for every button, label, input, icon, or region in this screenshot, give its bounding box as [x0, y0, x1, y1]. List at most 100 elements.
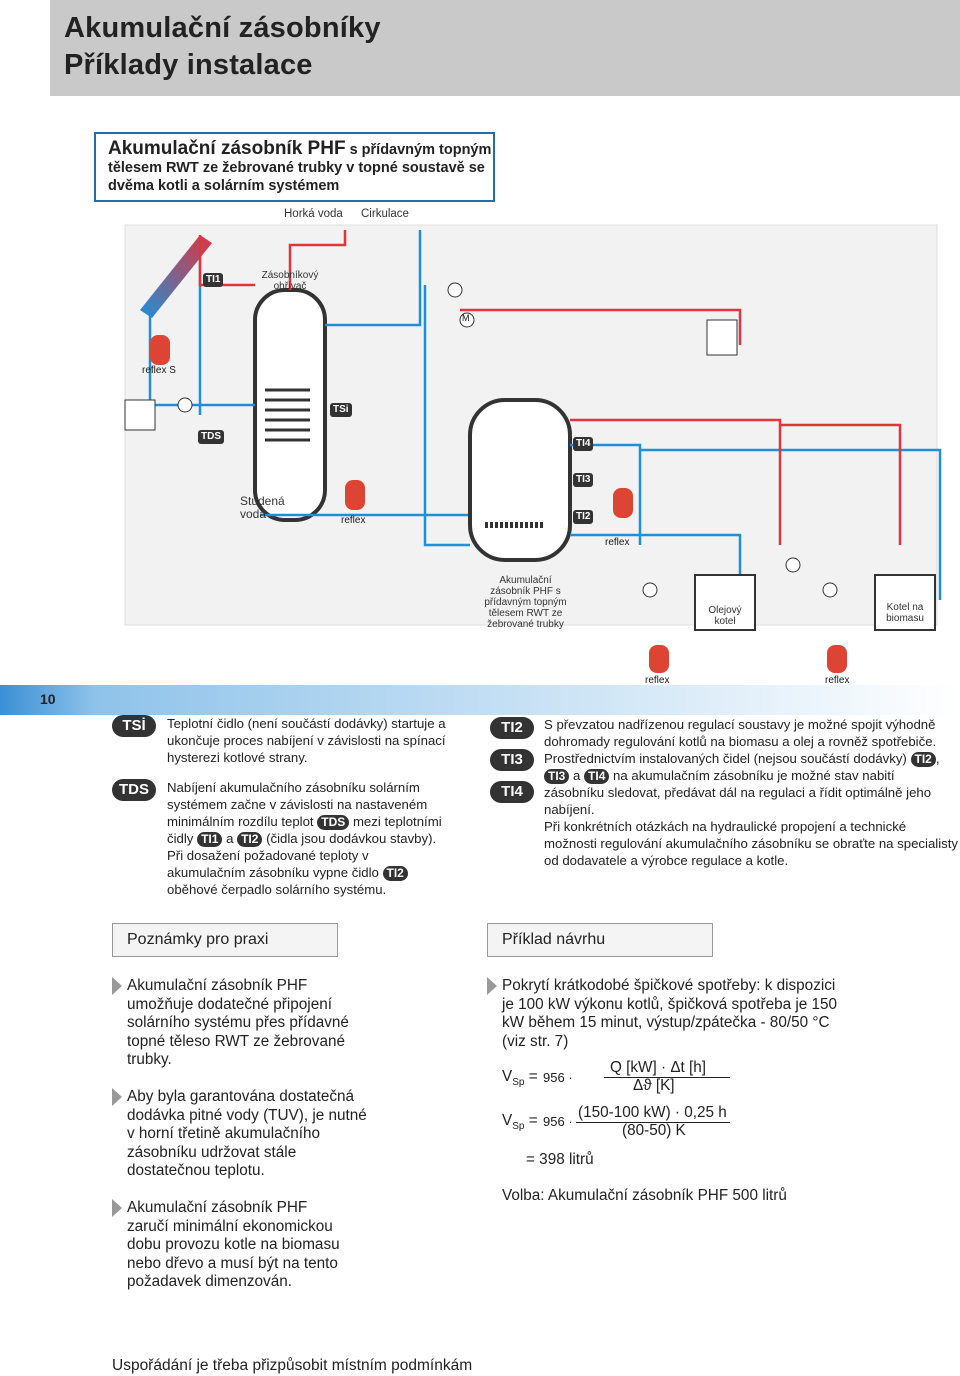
label-biomass-boiler: Kotel na biomasu — [886, 602, 924, 624]
eq-sign-2: = — [528, 1112, 538, 1129]
label-tds: TDS — [112, 779, 156, 801]
tag-tsi: TSi — [330, 403, 352, 417]
bullet-arrow-icon — [112, 1088, 122, 1106]
badge-ti2-b: TI2 — [382, 866, 408, 881]
solar-collector-icon — [140, 235, 212, 318]
tsi-description: Teplotní čidlo (není součástí dodávky) s… — [167, 716, 446, 765]
tds-text-3: a — [226, 831, 234, 846]
oil-pump-icon — [642, 582, 658, 598]
solar-controller-icon — [124, 399, 156, 431]
page-number: 10 — [40, 691, 56, 707]
formula1-fraction-line — [604, 1077, 730, 1078]
reflex-vessel-icon — [345, 480, 365, 510]
right-text-1: S převzatou nadřízenou regulací soustavy… — [544, 717, 937, 766]
figure-title-rest: s přídavným topným tělesem RWT ze žebrov… — [108, 142, 492, 194]
eq-sign: = — [528, 1068, 538, 1085]
right-text-3: Při konkrétních otázkách na hydraulické … — [544, 819, 958, 868]
label-reflex-3: reflex — [645, 675, 670, 686]
heater-coil — [265, 388, 310, 442]
heating-loop-blue — [423, 285, 942, 600]
tag-m: M — [462, 313, 470, 323]
header-title-line2: Příklady instalace — [64, 49, 313, 81]
tag-ti4: TI4 — [573, 437, 594, 451]
example-result: = 398 litrů — [526, 1151, 594, 1168]
label-reflex-2: reflex — [605, 537, 630, 548]
label-buffer-tank: Akumulační zásobník PHF s přídavným topn… — [484, 575, 567, 630]
biomass-boiler-icon — [874, 574, 936, 631]
buffer-tank-icon — [468, 398, 572, 562]
note-item-3: Akumulační zásobník PHF zaručí minimální… — [127, 1199, 340, 1290]
badge-r-ti2: TI2 — [910, 752, 936, 767]
reflex-vessel-3-icon — [649, 645, 669, 673]
mixing-valve-icon — [459, 312, 475, 328]
formula1-lhs: VSp = — [502, 1068, 538, 1093]
badge-tds: TDS — [317, 815, 350, 830]
label-ti2: TI2 — [490, 717, 534, 739]
tds-text-1: Nabíjení akumulačního zásobníku solárním… — [167, 780, 428, 829]
circulation-pump-icon — [447, 282, 463, 298]
piping-diagram-svg — [124, 224, 942, 673]
installation-diagram: Horká voda Cirkulace — [0, 205, 960, 690]
bullet-arrow-icon — [112, 977, 122, 995]
mixing-valve-2-icon — [785, 557, 801, 573]
label-reflex-1: reflex — [341, 515, 366, 526]
right-and: a — [573, 768, 581, 783]
formula2-fraction-line — [576, 1122, 730, 1123]
tds-text-2: mezi teplotními čidly — [167, 814, 442, 846]
label-ti4: TI4 — [490, 781, 534, 803]
tag-ti1: TI1 — [203, 273, 224, 287]
circulation-pipe — [325, 230, 422, 327]
page-header: Akumulační zásobníky Příklady instalace — [50, 0, 960, 96]
formula2-lhs: VSp = — [502, 1112, 538, 1137]
example-choice: Volba: Akumulační zásobník PHF 500 litrů — [502, 1187, 787, 1204]
tds-description: Nabíjení akumulačního zásobníku solárním… — [167, 779, 447, 898]
label-cold-water: Studená voda — [240, 494, 285, 521]
reflex-vessel-4-icon — [827, 645, 847, 673]
label-reflex-4: reflex — [825, 675, 850, 686]
formula1-coef: 956 · — [543, 1070, 573, 1085]
v-label-2: V — [502, 1112, 513, 1129]
solar-supply — [198, 235, 255, 287]
badge-r-ti4: TI4 — [584, 769, 610, 784]
badge-ti1: TI1 — [197, 832, 223, 847]
formula2-coef: 956 · — [543, 1114, 573, 1129]
dot-2: · — [568, 1114, 573, 1129]
v-sub-2: Sp — [512, 1121, 525, 1133]
page-number-bar-svg — [0, 685, 960, 715]
tag-ti3: TI3 — [573, 473, 594, 487]
figure-title: Akumulační zásobník PHF s přídavným topn… — [108, 138, 493, 195]
figure-title-bold: Akumulační zásobník PHF — [108, 138, 346, 159]
formula2-denominator: (80-50) K — [622, 1122, 686, 1139]
storage-heater-icon — [253, 288, 327, 522]
note-item-1: Akumulační zásobník PHF umožňuje dodateč… — [127, 977, 349, 1068]
legend-hot-water: Horká voda — [284, 208, 343, 220]
label-storage-heater: Zásobníkový ohřívač — [261, 270, 319, 292]
solar-pump-icon — [177, 397, 193, 413]
v-label: V — [502, 1068, 513, 1085]
footer-note: Uspořádání je třeba přizpůsobit místním … — [112, 1357, 473, 1374]
label-oil-boiler: Olejový kotel — [708, 605, 742, 627]
example-intro: Pokrytí krátkodobé špičkové spotřeby: k … — [502, 977, 838, 1050]
control-box-icon — [706, 319, 738, 356]
right-description: S převzatou nadřízenou regulací soustavy… — [544, 716, 958, 869]
example-title-box: Příklad návrhu — [487, 923, 713, 957]
page-number-bar: 10 — [0, 685, 960, 715]
legend-circulation: Cirkulace — [361, 208, 409, 220]
v-sub: Sp — [512, 1077, 525, 1089]
reflex-vessel-2-icon — [613, 488, 633, 518]
badge-r-ti3: TI3 — [544, 769, 570, 784]
formula1-numerator: Q [kW] · Δt [h] — [610, 1059, 707, 1076]
figure-title-box: Akumulační zásobník PHF s přídavným topn… — [94, 132, 495, 202]
tag-tds: TDS — [198, 430, 224, 444]
heating-loop-red — [460, 308, 902, 545]
bullet-arrow-icon — [487, 977, 497, 995]
header-title-line1: Akumulační zásobníky — [64, 12, 381, 44]
tds-text-5: oběhové čerpadlo solárního systému. — [167, 882, 387, 897]
notes-title-box: Poznámky pro praxi — [112, 923, 338, 957]
formula1-denominator: Δϑ [K] — [633, 1077, 675, 1094]
right-sep: , — [935, 751, 940, 766]
biomass-pump-icon — [822, 582, 838, 598]
hot-water-pipe — [288, 230, 347, 290]
reflex-s-vessel-icon — [150, 335, 170, 365]
tds-text-4: (čidla jsou dodávkou stavby). Při dosaže… — [167, 831, 437, 880]
